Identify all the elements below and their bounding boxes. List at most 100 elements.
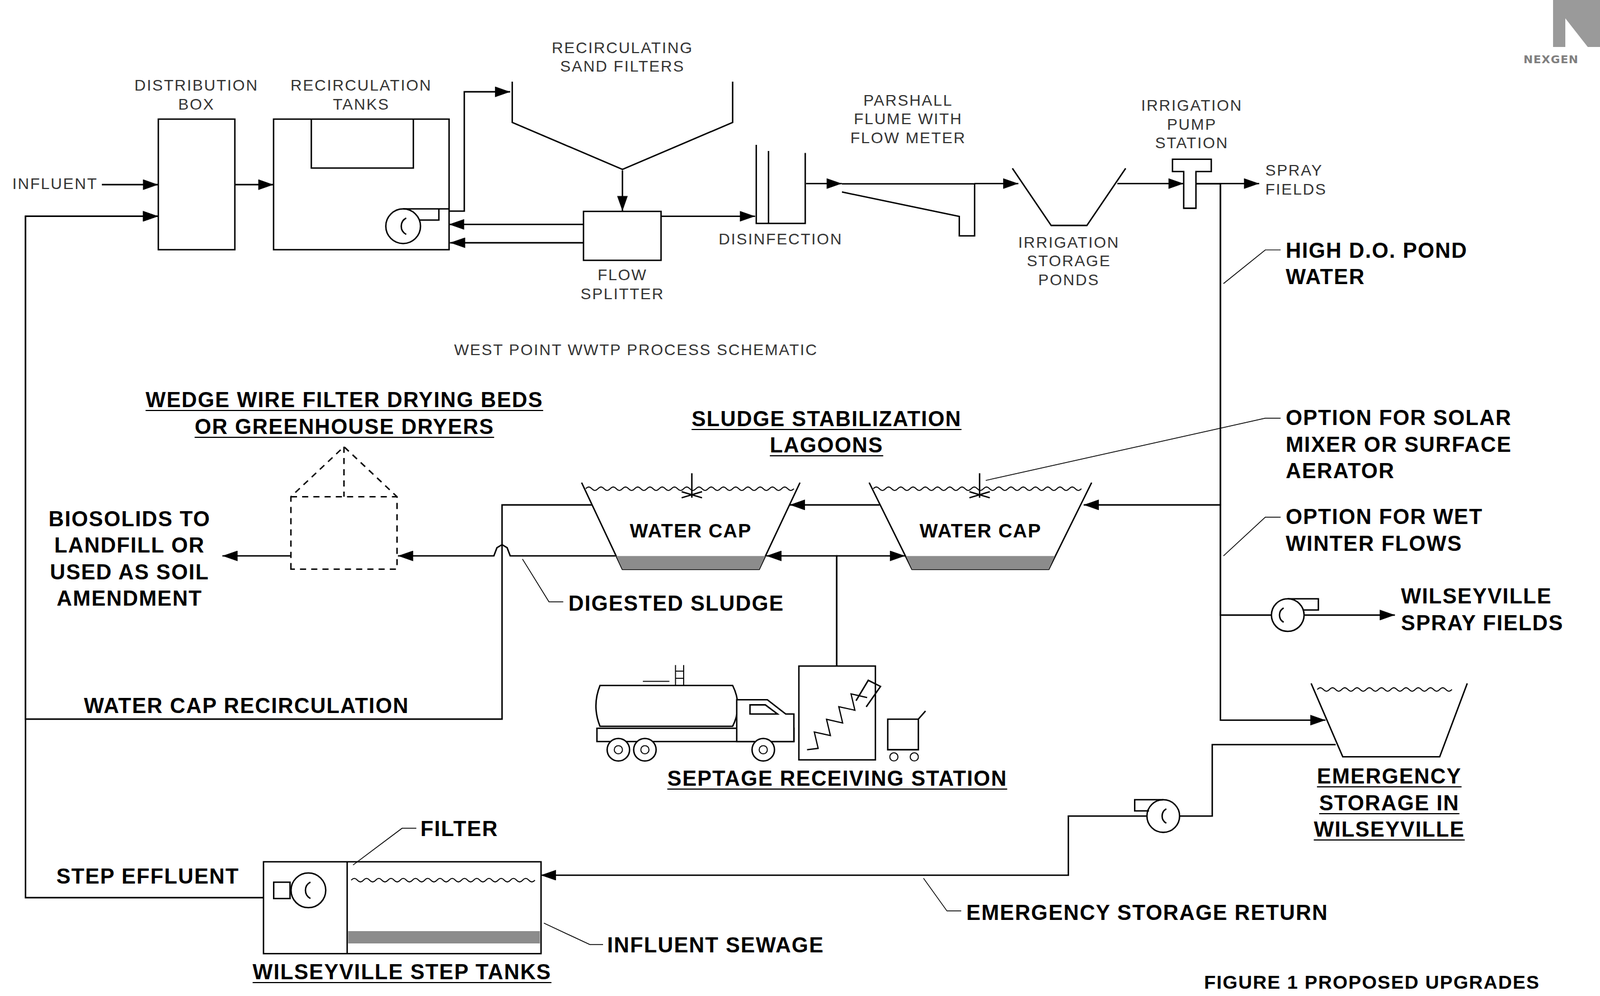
shape-stroke <box>855 680 881 708</box>
cart-symbol <box>887 711 926 750</box>
flow-pipe <box>974 182 1019 185</box>
shape-stroke <box>401 218 407 235</box>
shape-stroke <box>512 81 733 170</box>
callout-note: EMERGENCY STORAGE RETURN <box>966 900 1329 927</box>
logo-mark <box>1553 0 1600 47</box>
terminal-label: WILSEYVILLE SPRAY FIELDS <box>1400 583 1592 637</box>
distribution-box-outline <box>158 119 235 250</box>
flow-pipe <box>397 544 616 557</box>
storage-pond: IRRIGATION STORAGE PONDS <box>1010 168 1128 228</box>
flow-splitter-box-outline <box>583 211 662 261</box>
node-label: WILSEYVILLE SPRAY FIELDS <box>1400 583 1592 637</box>
flow-pipe <box>1117 182 1184 185</box>
shape-stroke <box>385 209 421 244</box>
sand-filter: RECIRCULATING SAND FILTERS <box>510 81 735 171</box>
stabilization-lagoon: WATER CAP <box>579 482 803 571</box>
leader-line <box>353 828 417 866</box>
shape-stroke <box>841 182 975 185</box>
shape-stroke <box>841 183 975 236</box>
recirculation-tank: RECIRCULATION TANKS <box>273 119 450 250</box>
node-label: EMERGENCY STORAGE IN WILSEYVILLE <box>1305 763 1474 844</box>
figure-title: FIGURE 1 PROPOSED UPGRADES <box>1203 972 1540 994</box>
logo-text: NEXGEN <box>1523 53 1579 66</box>
truck-wheel <box>606 739 775 762</box>
flow-pipe <box>540 745 1336 876</box>
mixer-symbol <box>969 473 990 498</box>
node-label: WATER CAP <box>579 519 803 544</box>
shape-stroke <box>798 666 876 761</box>
flow-pipe <box>222 555 291 558</box>
node-label: PARSHALL FLUME WITH FLOW METER <box>843 91 973 148</box>
storage-pond: EMERGENCY STORAGE IN WILSEYVILLE <box>1309 683 1470 759</box>
callout-note: FILTER <box>420 816 498 844</box>
node-label: INFLUENT <box>12 174 98 194</box>
figure-caption: WEST POINT WWTP PROCESS SCHEMATIC <box>454 340 818 360</box>
shape-stroke <box>767 151 770 224</box>
pump-symbol <box>1279 599 1319 623</box>
sand-filter-outline <box>510 81 735 171</box>
distribution-box: DISTRIBUTION BOX <box>158 119 235 250</box>
mixer-symbol <box>681 473 702 498</box>
septage-station-outline <box>798 666 876 761</box>
step-tank: WILSEYVILLE STEP TANKS <box>263 862 541 954</box>
group-heading: SLUDGE STABILIZATION LAGOONS <box>680 406 972 460</box>
node-label: SEPTAGE RECEIVING STATION <box>667 765 1008 793</box>
callout-note: INFLUENT SEWAGE <box>606 932 825 960</box>
parshall-flume: PARSHALL FLUME WITH FLOW METER <box>841 153 975 238</box>
shape-stroke <box>347 931 540 944</box>
shape-stroke <box>1012 168 1126 226</box>
shape-stroke <box>290 446 398 497</box>
flow-splitter-box: FLOW SPLITTER <box>583 211 662 261</box>
flow-pipe <box>806 182 842 185</box>
shape-stroke <box>807 694 868 751</box>
callout-note: OPTION FOR SOLAR MIXER OR SURFACE AERATO… <box>1285 405 1532 486</box>
shape-stroke <box>906 556 1056 570</box>
truck-wheel <box>614 745 768 755</box>
flow-pipe <box>661 215 756 218</box>
drying-bed-outline <box>290 445 399 570</box>
illustration-group <box>353 0 1600 945</box>
shape-stroke <box>1317 688 1453 692</box>
node-label: WEDGE WIRE FILTER DRYING BEDS OR GREENHO… <box>129 387 560 441</box>
leader-line <box>1223 250 1281 284</box>
pump-symbol <box>1134 800 1167 824</box>
shape-stroke <box>263 862 541 954</box>
flow-pipe <box>25 216 264 898</box>
shape-stroke <box>350 878 535 883</box>
shape-stroke <box>1311 683 1468 757</box>
flow-pipe <box>836 556 906 667</box>
leader-line <box>985 418 1281 481</box>
pipe-label: WATER CAP RECIRCULATION <box>81 694 412 719</box>
leader-line <box>1223 517 1281 557</box>
shape-stroke <box>346 862 348 954</box>
flow-pipe <box>449 91 511 211</box>
leader-line <box>923 878 962 911</box>
node-label: DISINFECTION <box>718 229 844 249</box>
terminal-label: SPRAY FIELDS <box>1265 161 1350 199</box>
flow-pipe <box>101 184 159 186</box>
recirculation-tank-outline <box>273 119 450 250</box>
drying-bed: WEDGE WIRE FILTER DRYING BEDS OR GREENHO… <box>290 445 399 570</box>
callout-note: HIGH D.O. POND WATER <box>1285 237 1493 291</box>
disinfection-channel: DISINFECTION <box>755 144 807 225</box>
pump-symbol <box>1271 599 1305 632</box>
truck-illustration <box>595 685 738 727</box>
node-label: BIOSOLIDS TO LANDFILL OR USED AS SOIL AM… <box>43 506 217 613</box>
step-tank-outline <box>263 862 541 954</box>
shape-stroke <box>756 144 806 224</box>
stabilization-lagoon: WATER CAP <box>867 482 1094 571</box>
storage-pond-outline <box>1309 683 1470 759</box>
parshall-flume-outline <box>841 153 975 238</box>
shape-stroke <box>402 209 449 221</box>
shape-stroke <box>290 873 326 908</box>
connector-group <box>25 91 1396 898</box>
shape-stroke <box>305 882 311 900</box>
flow-pipe <box>234 184 274 186</box>
shape-stroke <box>585 486 794 491</box>
flow-pipe <box>621 170 624 212</box>
node-label: FLOW SPLITTER <box>572 265 674 304</box>
flow-pipe <box>1083 183 1221 506</box>
storage-pond-outline <box>1010 168 1128 228</box>
pump-symbol <box>1146 800 1180 833</box>
